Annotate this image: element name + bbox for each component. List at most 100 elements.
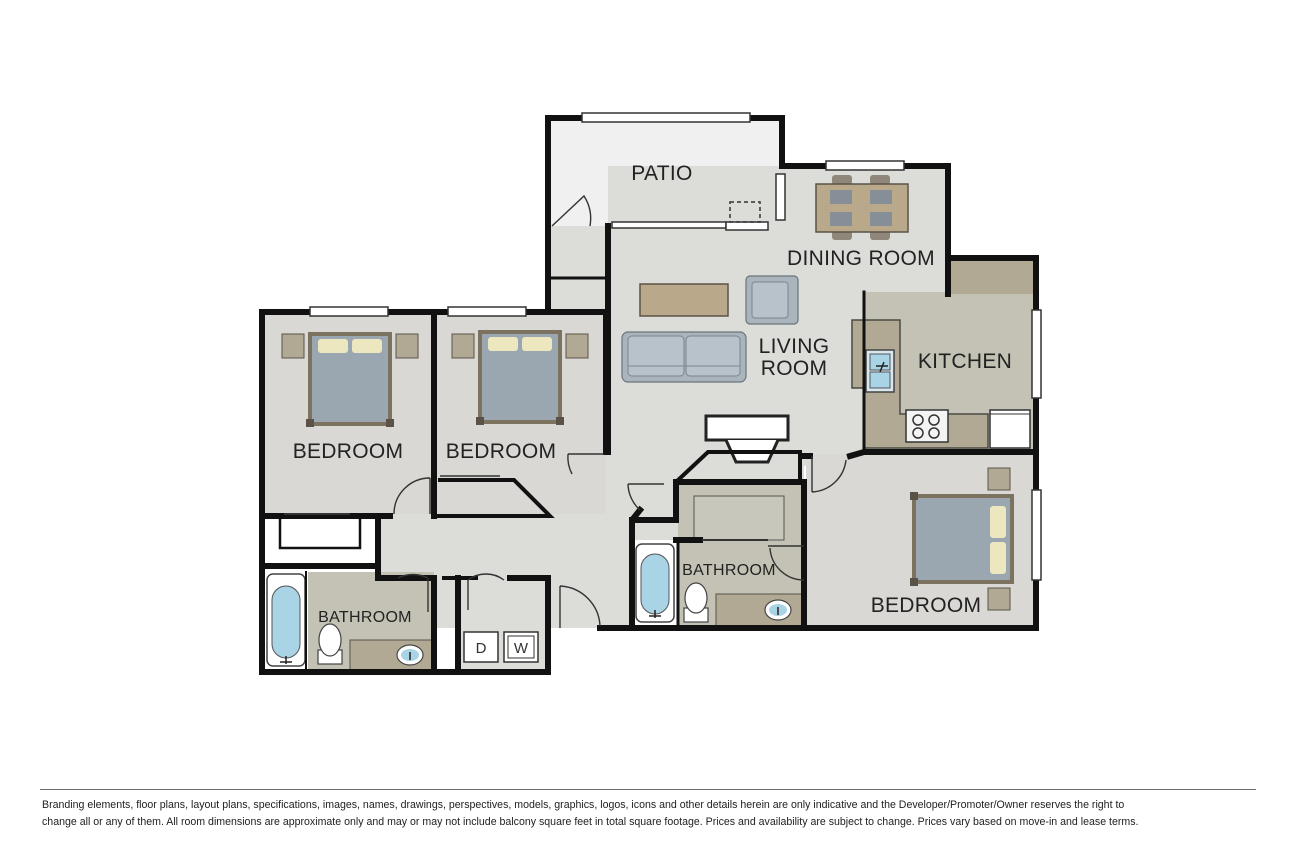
bedroom-1-label: BEDROOM: [293, 440, 404, 463]
bedroom-3-door-swing: [811, 456, 847, 493]
patio-label: PATIO: [631, 162, 692, 185]
kitchen-label: KITCHEN: [918, 350, 1012, 373]
kitchen-sink: [865, 349, 895, 393]
tub-basin: [640, 553, 670, 615]
bathroom-2-door-swing: [768, 545, 805, 581]
bedroom-1-door-swing: [393, 477, 431, 515]
place-setting: [870, 212, 892, 226]
central-block-west-wall: [597, 505, 645, 631]
dryer-label: D: [476, 640, 487, 657]
faucet-icon: [280, 656, 292, 664]
bathroom-1-south-wall: [259, 575, 551, 675]
tub-basin: [271, 585, 301, 659]
dining-chair: [832, 175, 852, 185]
armchair: [745, 275, 799, 325]
bedroom-3-window: [1031, 489, 1042, 581]
bedroom-3-north-wall: [846, 449, 1039, 460]
dining-room-label: DINING ROOM: [787, 247, 935, 270]
patio-closet-hatch: [729, 201, 761, 223]
bedroom-2-door-swing: [567, 453, 604, 475]
faucet-icon: [649, 610, 661, 618]
furniture: D W: [266, 175, 1031, 667]
washer: W: [503, 631, 539, 663]
floor-plan: D W: [259, 112, 1042, 675]
nightstand: [395, 333, 419, 359]
bed-post: [910, 492, 918, 500]
legal-disclaimer: Branding elements, floor plans, layout p…: [42, 797, 1262, 831]
kitchen-pantry: [948, 258, 1034, 294]
bathtub-2: [635, 543, 675, 623]
bath-sink-2: [764, 599, 792, 621]
bedroom-3-label: BEDROOM: [871, 594, 982, 617]
bedroom-1-window: [309, 306, 389, 317]
coffee-table: [639, 283, 729, 317]
pillow: [318, 339, 348, 353]
bed-post: [306, 419, 314, 427]
nightstand: [987, 467, 1011, 491]
place-setting: [870, 190, 892, 204]
bathroom-1-north-wall: [375, 563, 437, 581]
toilet-1: [317, 623, 343, 665]
toilet-bowl: [318, 623, 342, 657]
bath-sink-1: [396, 644, 424, 666]
bedroom-2-window: [447, 306, 527, 317]
central-closet-shelf: [693, 495, 785, 541]
nightstand: [281, 333, 305, 359]
dryer: D: [463, 631, 499, 663]
bathroom-2-label: BATHROOM: [682, 562, 776, 579]
kitchen-window: [1031, 309, 1042, 399]
front-door-swing: [559, 585, 601, 628]
refrigerator: [989, 409, 1031, 449]
place-setting: [830, 190, 852, 204]
hall-closet-door-swing: [627, 483, 664, 511]
pillow: [522, 337, 552, 351]
dining-chair: [870, 175, 890, 185]
burner-icon: [912, 427, 924, 439]
bedroom-2-south-wall: [432, 478, 555, 518]
living-room-label-line2: ROOM: [761, 357, 828, 380]
bed-post: [386, 419, 394, 427]
sliding-door-frame: [725, 221, 769, 231]
bed-post: [910, 578, 918, 586]
dining-window: [825, 160, 905, 171]
bathtub-1: [266, 573, 306, 667]
doors: [284, 194, 847, 628]
place-setting: [830, 212, 852, 226]
fireplace-wall: [673, 450, 802, 485]
burner-icon: [928, 427, 940, 439]
armchair-seat: [751, 281, 789, 319]
room-labels: PATIO DINING ROOM LIVING ROOM KITCHEN BE…: [293, 162, 1012, 626]
disclaimer-line-1: Branding elements, floor plans, layout p…: [42, 799, 1125, 811]
bathroom-1-door-swing: [397, 573, 429, 612]
pillow: [488, 337, 518, 351]
nightstand: [451, 333, 475, 359]
patio-door-swing: [551, 194, 592, 227]
faucet-icon: [876, 361, 888, 373]
patio-window: [581, 112, 751, 123]
bed-post: [556, 417, 564, 425]
bed-post: [476, 417, 484, 425]
sofa-cushion: [685, 335, 741, 377]
bed-1: [281, 332, 419, 427]
washer-door: [507, 635, 535, 659]
living-room-label-line1: LIVING: [759, 335, 830, 358]
stove: [905, 409, 949, 443]
sofa-cushion: [627, 335, 685, 377]
fireplace-mantel: [704, 414, 790, 442]
entry-storage-floor: [548, 226, 608, 312]
pillow: [990, 506, 1006, 538]
bedroom-2-label: BEDROOM: [446, 440, 557, 463]
walls: [259, 115, 1039, 675]
nightstand: [987, 587, 1011, 611]
bed-2: [451, 330, 589, 425]
windows: [309, 112, 1042, 581]
nightstand: [565, 333, 589, 359]
patio-side-window: [775, 173, 786, 221]
stove-top: [905, 409, 949, 443]
laundry-door-swing: [467, 573, 505, 610]
pillow: [352, 339, 382, 353]
toilet-bowl: [684, 582, 708, 614]
sink-bowl: [869, 371, 891, 389]
bathroom-1-label: BATHROOM: [318, 609, 412, 626]
dryer-body: [463, 631, 499, 663]
